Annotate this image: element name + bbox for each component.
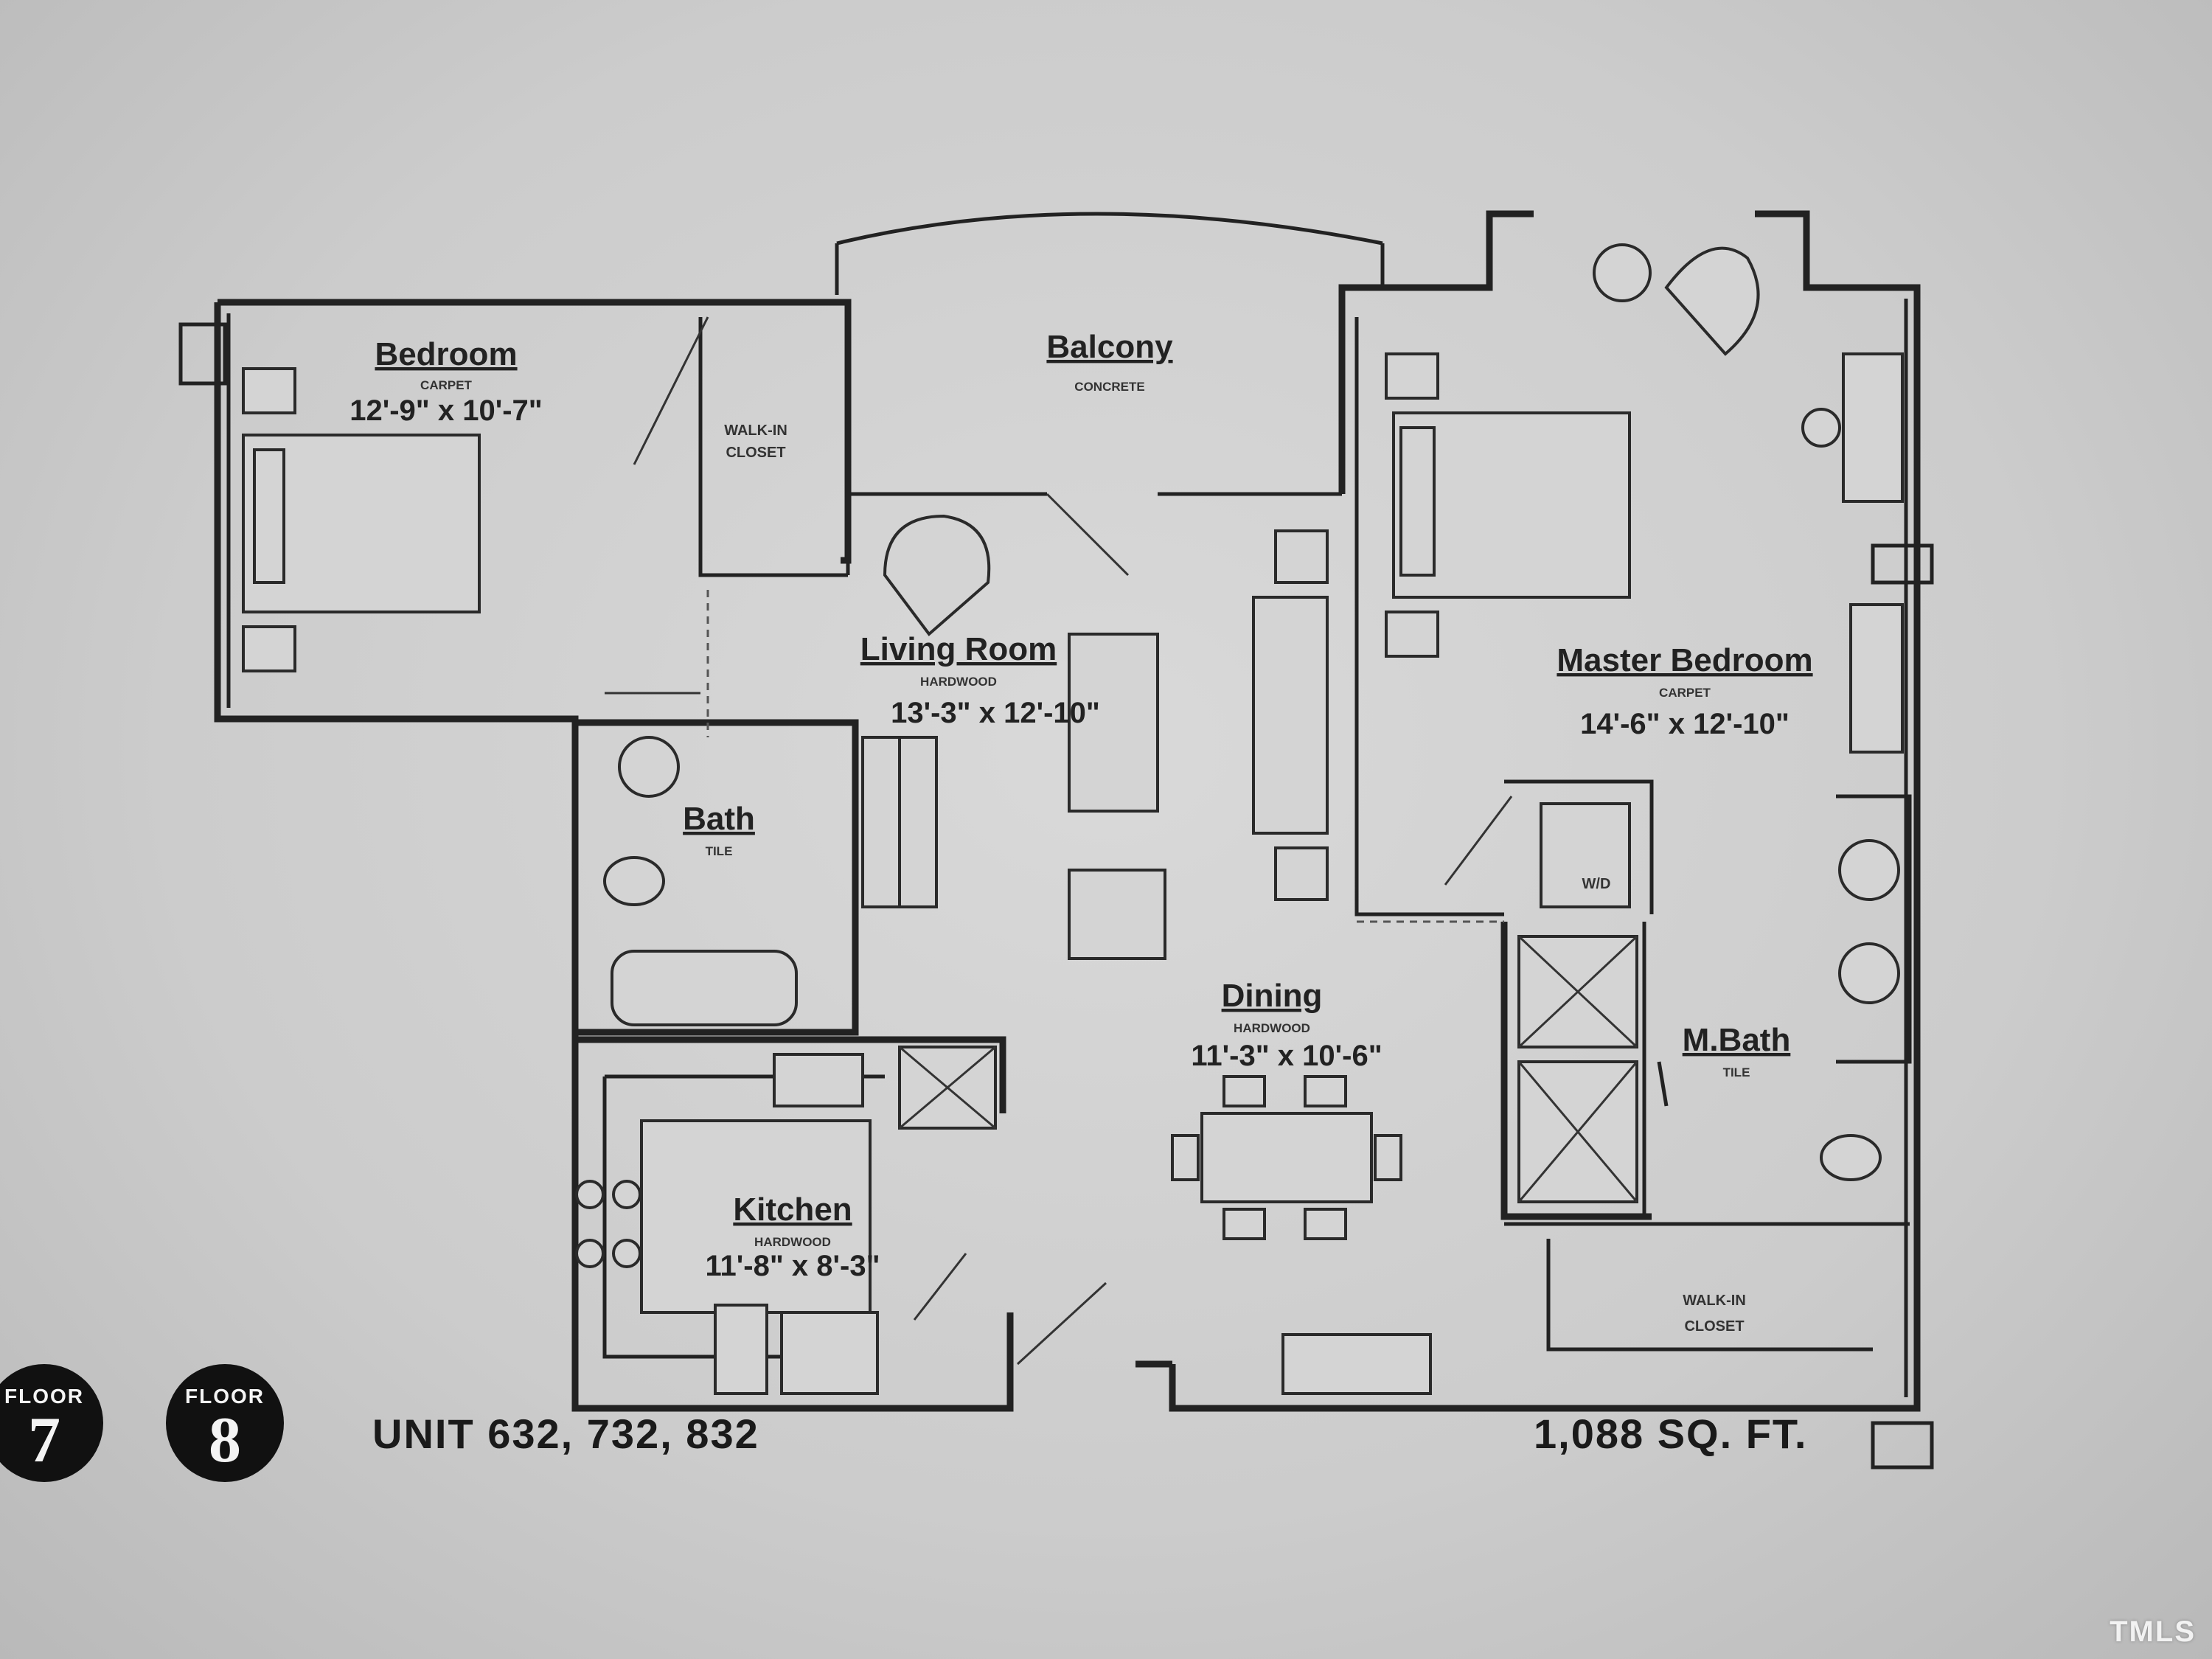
furniture [178,243,1934,1470]
unit-numbers: UNIT 632, 732, 832 [372,1411,759,1457]
floor-8-label: FLOOR [185,1385,265,1408]
balcony-finish: CONCRETE [1074,380,1144,394]
m-bath-finish: TILE [1723,1065,1750,1079]
balcony-name: Balcony [1046,329,1173,365]
closet-2-line1: WALK-IN [1683,1293,1746,1309]
room-labels: Bedroom CARPET 12'-9" x 10'-7" WALK-IN C… [349,329,1812,1335]
floor-8-badge: FLOOR 8 [166,1364,284,1482]
dining-size: 11'-3" x 10'-6" [1191,1040,1382,1072]
closet-1-line2: CLOSET [726,445,785,461]
living-room-finish: HARDWOOD [920,675,997,689]
floor-7-label: FLOOR [4,1385,84,1408]
bedroom-name: Bedroom [375,336,517,372]
kitchen-finish: HARDWOOD [754,1235,831,1249]
dining-finish: HARDWOOD [1234,1021,1310,1035]
kitchen-size: 11'-8" x 8'-3" [705,1250,880,1282]
washer-dryer-label: W/D [1582,876,1611,892]
bath-name: Bath [683,801,755,837]
living-room-name: Living Room [860,631,1057,667]
dining-name: Dining [1222,978,1323,1014]
floor-7-badge: FLOOR 7 [0,1364,103,1482]
tmls-watermark: TMLS [2110,1615,2196,1648]
exterior-walls [214,210,1921,1412]
closet-2-line2: CLOSET [1684,1318,1744,1335]
kitchen-name: Kitchen [733,1192,852,1228]
bedroom-finish: CARPET [420,378,473,392]
master-bedroom-name: Master Bedroom [1557,642,1812,678]
bedroom-size: 12'-9" x 10'-7" [349,394,543,427]
floor-7-number: 7 [28,1405,60,1476]
m-bath-name: M.Bath [1683,1022,1791,1058]
master-bedroom-finish: CARPET [1659,686,1711,700]
closet-1-line1: WALK-IN [724,422,787,439]
floor-8-number: 8 [209,1405,241,1476]
master-bedroom-size: 14'-6" x 12'-10" [1580,708,1790,740]
square-footage: 1,088 SQ. FT. [1534,1411,1808,1457]
bath-finish: TILE [706,844,733,858]
living-room-size: 13'-3" x 12'-10" [891,697,1100,729]
interior-walls [575,302,1912,1366]
